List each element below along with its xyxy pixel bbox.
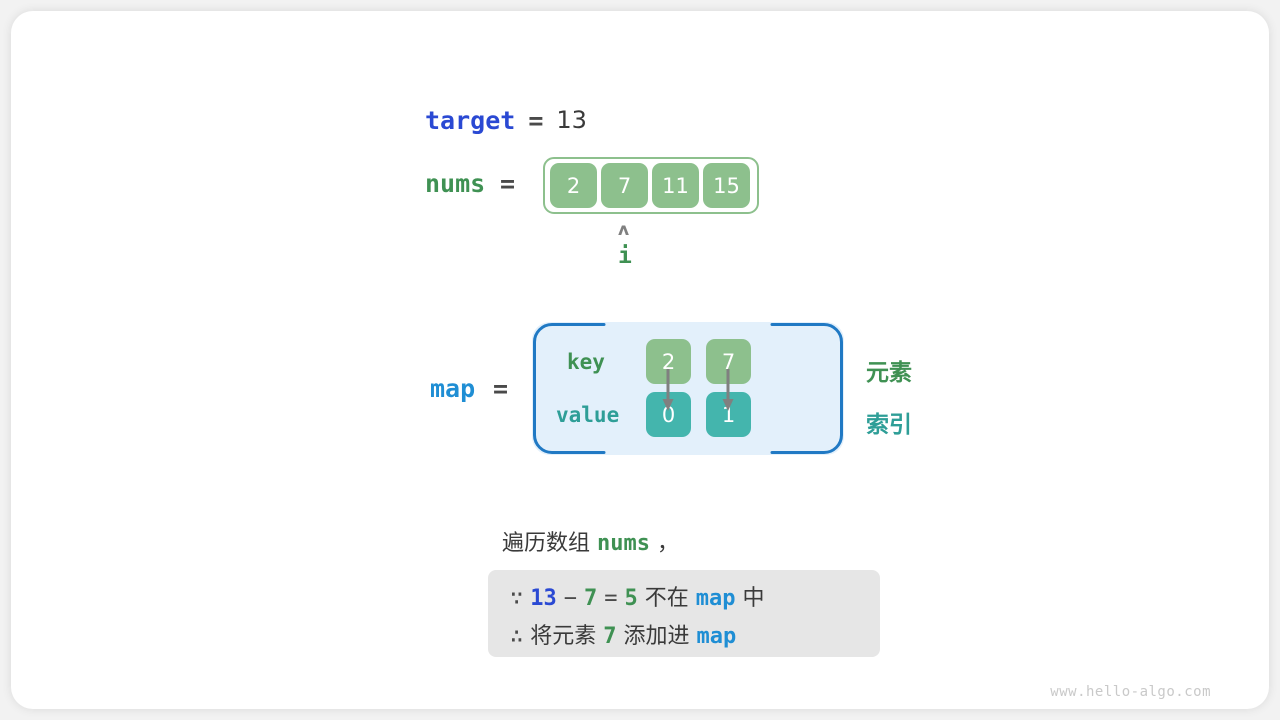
diagram-card: target = 13 nums = 2 7 11 15 ʌ i map = k… [11, 11, 1269, 709]
line2-text-start: 将元素 [523, 624, 604, 649]
map-mapping-arrow-icon [722, 369, 734, 411]
iterate-caption-code: nums [597, 531, 650, 556]
iterate-caption: 遍历数组 nums ， [502, 525, 679, 557]
watermark: www.hello-algo.com [1050, 684, 1211, 700]
array-cell: 7 [601, 163, 648, 208]
therefore-mark-icon: ∴ [510, 624, 524, 649]
array-cell: 15 [703, 163, 750, 208]
line1-equals-sign: = [604, 586, 618, 611]
explanation-line-2: ∴ 将元素 7 添加进 map [510, 618, 858, 656]
map-mapping-arrow-icon [662, 369, 674, 411]
map-element-side-label: 元素 [866, 360, 912, 386]
because-mark-icon: ∵ [510, 586, 524, 611]
map-equals-sign: = [493, 374, 509, 403]
target-equals-sign: = [528, 105, 544, 135]
target-variable-name: target [425, 105, 516, 135]
explanation-line-1: ∵ 13 − 7 = 5 不在 map 中 [510, 580, 858, 618]
line1-text-end: 中 [735, 586, 765, 611]
line2-map-token: map [696, 624, 737, 649]
nums-variable-name: nums [425, 169, 486, 198]
array-cell: 11 [652, 163, 699, 208]
target-row: target = 13 [425, 103, 587, 137]
line1-minus-sign: − [563, 586, 577, 611]
map-key-cell: 7 [706, 339, 751, 384]
map-value-row-label: value [556, 403, 620, 427]
map-bracket-outline [533, 323, 843, 454]
nums-equals-sign: = [500, 169, 516, 198]
iterate-caption-prefix: 遍历数组 [502, 531, 597, 556]
nums-array: 2 7 11 15 [543, 157, 759, 214]
line1-map-token: map [695, 586, 736, 611]
pointer-label: i [618, 243, 632, 269]
map-key-row-label: key [567, 350, 605, 374]
explanation-box: ∵ 13 − 7 = 5 不在 map 中 ∴ 将元素 7 添加进 map [488, 570, 880, 657]
iterate-caption-suffix: ， [649, 531, 679, 556]
line2-text-mid: 添加进 [616, 624, 697, 649]
line1-operand-b: 7 [584, 586, 598, 611]
line1-result: 5 [624, 586, 638, 611]
map-index-side-label: 索引 [866, 412, 912, 438]
line2-element: 7 [603, 624, 617, 649]
pointer-caret-icon: ʌ [618, 220, 630, 240]
target-value: 13 [556, 106, 587, 134]
line1-text-mid: 不在 [637, 586, 696, 611]
array-cell: 2 [550, 163, 597, 208]
line1-operand-a: 13 [530, 586, 557, 611]
map-variable-name: map [430, 374, 476, 403]
